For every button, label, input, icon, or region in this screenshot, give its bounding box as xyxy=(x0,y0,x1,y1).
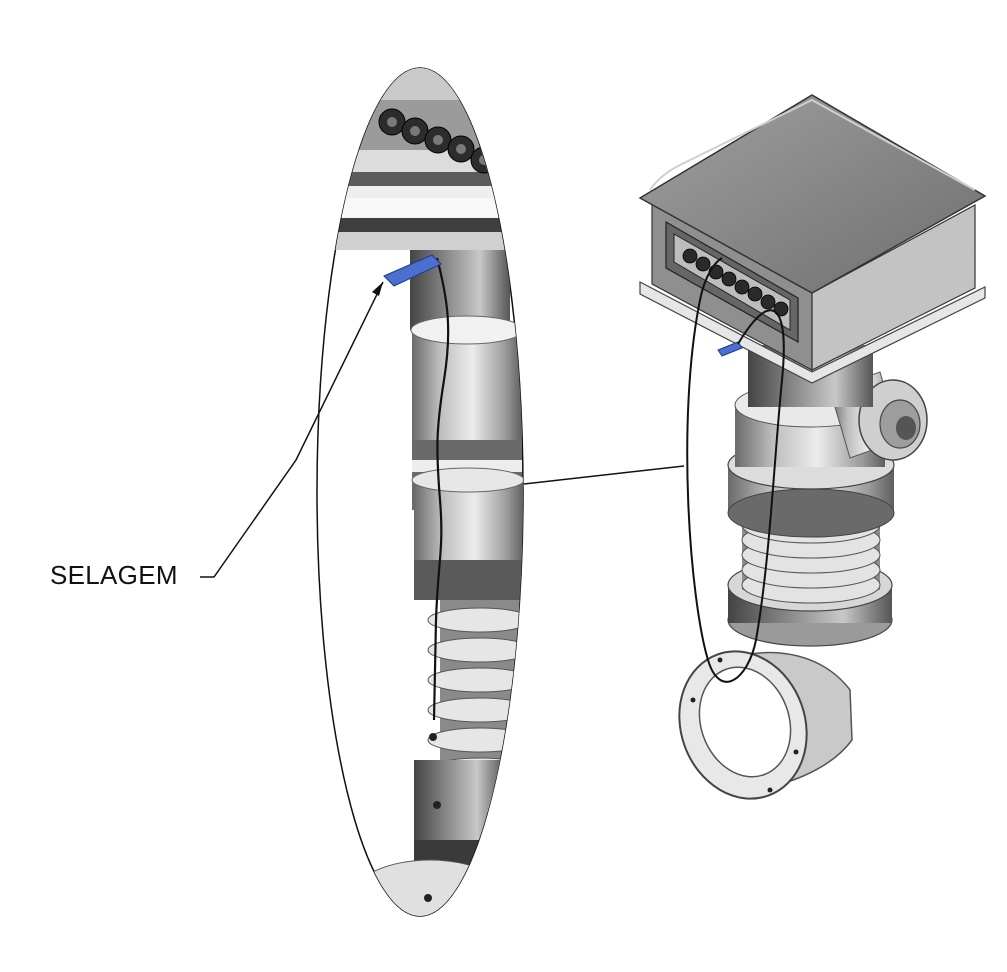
detail-link-line xyxy=(523,465,685,485)
callout-leader-line xyxy=(200,281,384,578)
seal-wire xyxy=(686,257,785,683)
callout-arrowhead xyxy=(372,282,383,296)
seal-tab-assembly xyxy=(717,341,743,357)
assembly-view xyxy=(638,94,987,800)
junction-box xyxy=(638,94,987,384)
seal-tab-detail xyxy=(383,254,442,287)
detail-view xyxy=(316,67,524,917)
callout-label-selagem: SELAGEM xyxy=(50,560,178,590)
